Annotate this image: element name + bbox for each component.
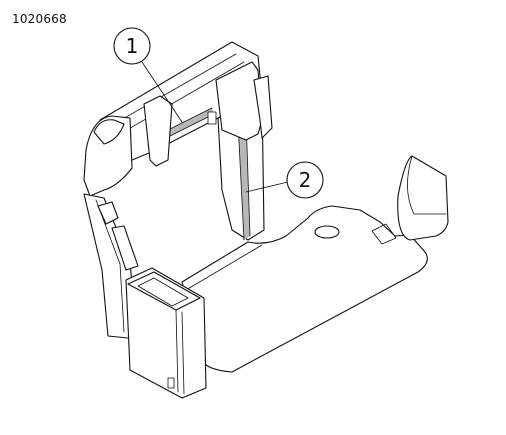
front-connector-edges	[175, 309, 185, 395]
left-lower-slot	[111, 225, 139, 271]
callout-2-number: 2	[299, 168, 312, 192]
front-connector-slot	[137, 277, 189, 307]
left-wall-fold	[95, 199, 125, 333]
top-right-clip-notch	[207, 111, 217, 125]
top-right-clip-side	[253, 75, 273, 139]
plate-hole	[314, 225, 340, 239]
front-connector-top	[127, 271, 201, 311]
callout-2-circle	[286, 161, 324, 199]
plate-slot	[371, 223, 397, 245]
left-upper-clip	[83, 115, 133, 197]
callout-1-leader	[141, 61, 183, 123]
right-tab	[397, 155, 449, 241]
callout-1-number: 1	[126, 34, 139, 58]
right-tab-fold	[407, 155, 447, 215]
base-plate	[181, 205, 428, 373]
top-right-clip	[215, 61, 263, 141]
plate-inner-edge	[185, 244, 263, 291]
left-mid-clip	[97, 201, 119, 225]
callout-2-leader	[245, 181, 289, 193]
left-upper-clip-slot	[93, 119, 125, 145]
callout-1-circle	[113, 27, 151, 65]
middle-clip	[143, 95, 173, 167]
figure-id-label: 1020668	[12, 12, 67, 26]
top-rail-inner	[113, 53, 245, 135]
front-connector-notch	[167, 377, 175, 389]
top-rail-slot-edges	[167, 107, 215, 137]
top-rail-gray-slot	[168, 108, 214, 136]
